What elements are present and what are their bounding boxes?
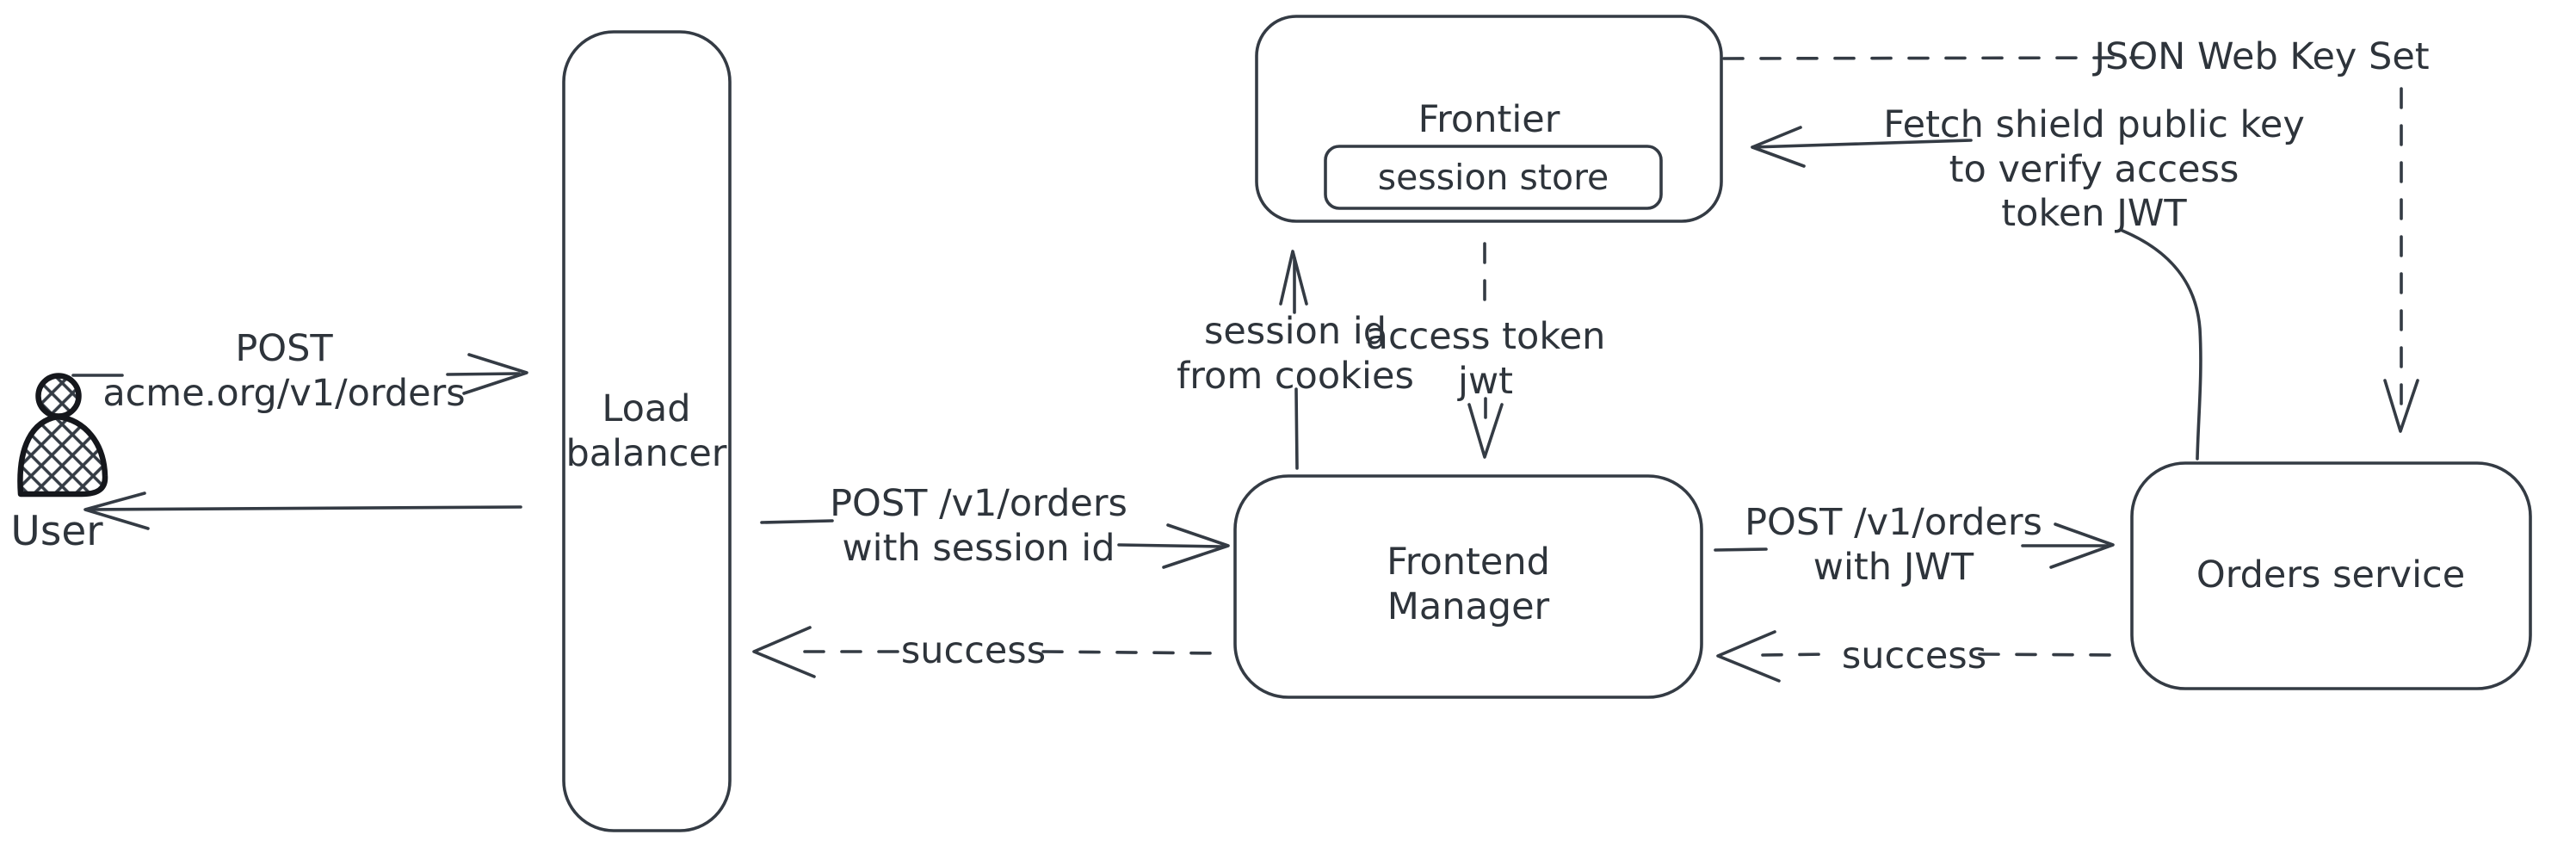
edge-label-access-token-jwt: access token jwt bbox=[1365, 315, 1606, 403]
load-balancer-label: Load balancer bbox=[565, 387, 727, 475]
arrow-orders-service-to-frontend-manager-success bbox=[1716, 630, 2121, 683]
person-icon bbox=[17, 373, 108, 498]
frontend-manager-label: Frontend Manager bbox=[1387, 541, 1550, 628]
arrow-orders-service-to-frontier bbox=[1751, 126, 2202, 461]
session-store-label: session store bbox=[1377, 157, 1609, 198]
edge-label-session-id-cookies: session id from cookies bbox=[1177, 310, 1414, 398]
edge-label-post-acme-orders: POST acme.org/v1/orders bbox=[102, 327, 466, 415]
edge-label-post-session-id: POST /v1/orders with session id bbox=[830, 482, 1127, 570]
arrow-load-balancer-to-user bbox=[83, 492, 522, 530]
load-balancer-box bbox=[562, 30, 732, 832]
frontier-label: Frontier bbox=[1418, 98, 1560, 141]
arrow-frontend-manager-to-frontier bbox=[1279, 250, 1308, 470]
frontier-box bbox=[1255, 15, 1723, 223]
arrow-frontier-to-frontend-manager bbox=[1467, 242, 1504, 459]
edge-label-post-jwt: POST /v1/orders with JWT bbox=[1745, 501, 2042, 589]
arrow-frontend-manager-to-orders-service bbox=[1714, 522, 2115, 569]
edge-label-fetch-shield-key: Fetch shield public key to verify access… bbox=[1883, 103, 2305, 236]
orders-service-label: Orders service bbox=[2196, 553, 2466, 597]
arrow-user-to-load-balancer bbox=[71, 353, 528, 395]
edge-label-success-left: success bbox=[900, 629, 1047, 672]
orders-service-box bbox=[2130, 461, 2532, 690]
session-store-box bbox=[1324, 145, 1663, 210]
arrow-frontend-manager-to-load-balancer-success bbox=[752, 626, 1225, 678]
frontend-manager-box bbox=[1233, 474, 1703, 699]
arrow-frontier-to-orders-service-jwks bbox=[1722, 56, 2419, 433]
edge-label-jwks: JSON Web Key Set bbox=[2094, 35, 2430, 78]
arrow-load-balancer-to-frontend-manager bbox=[760, 519, 1230, 569]
user-label: User bbox=[10, 508, 103, 555]
edge-label-success-right: success bbox=[1841, 634, 1987, 677]
